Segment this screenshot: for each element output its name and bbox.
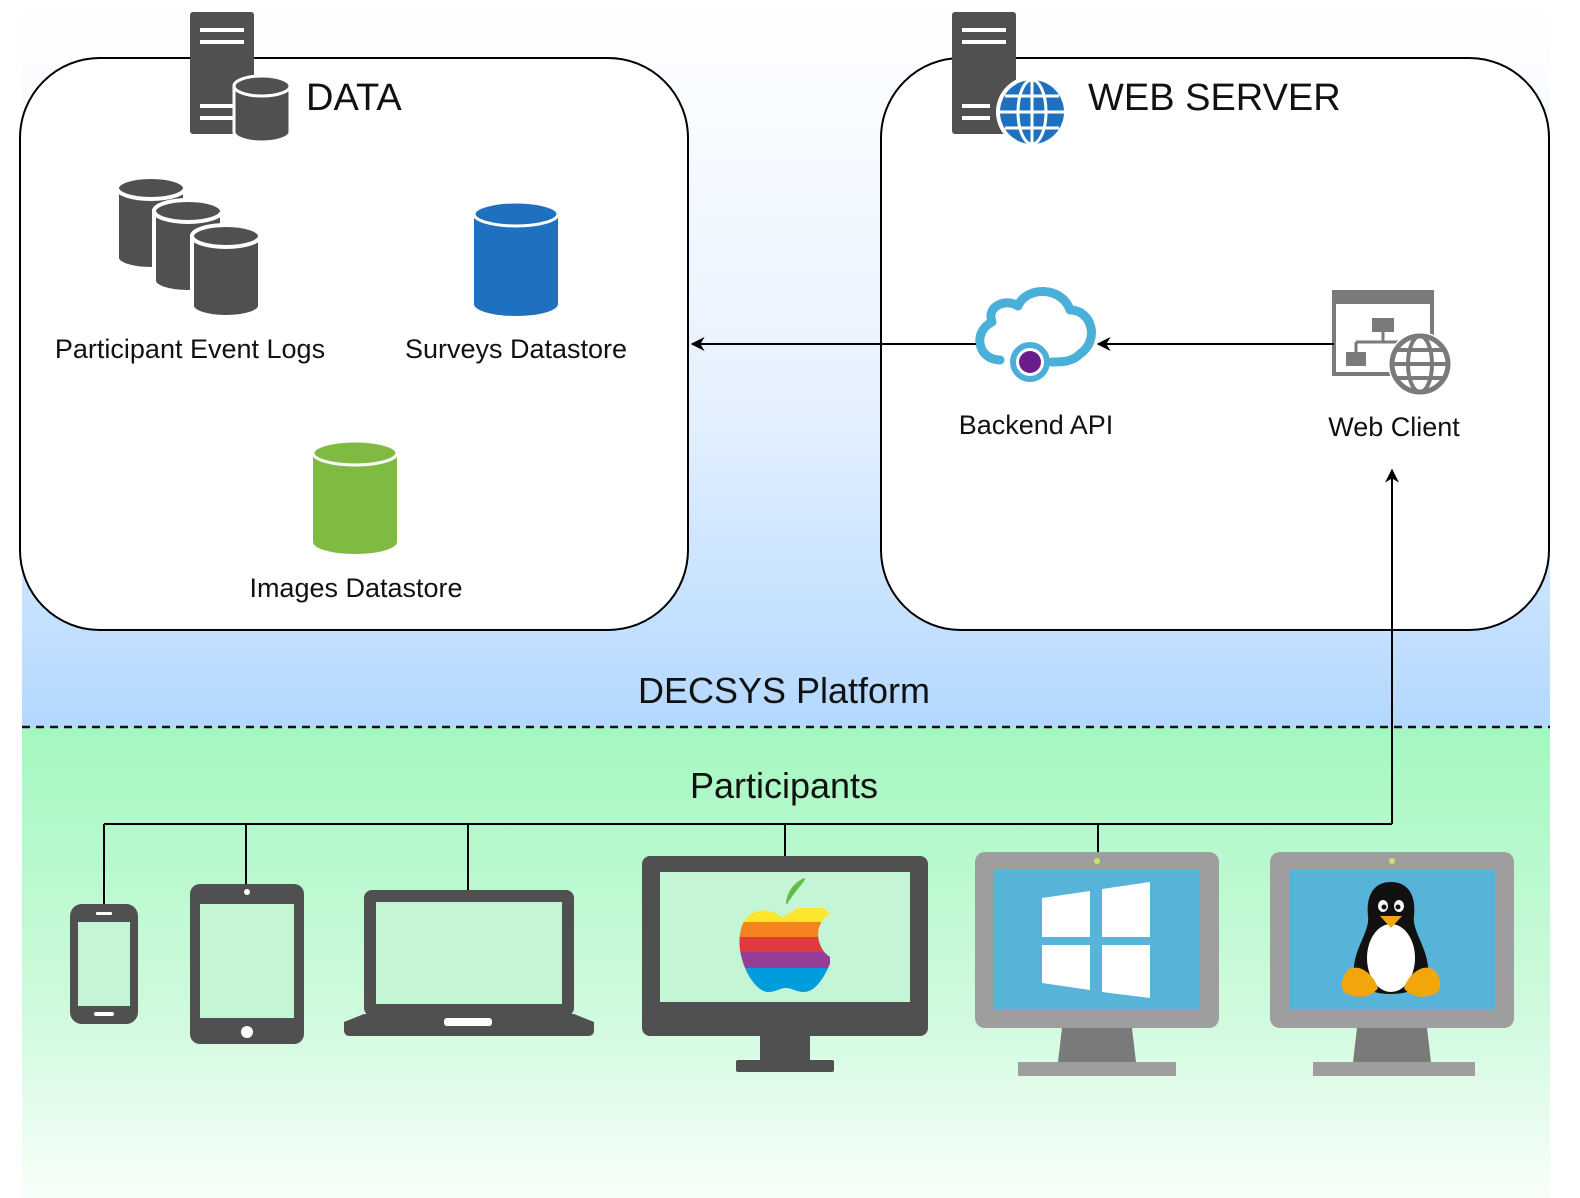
participants-zone-label: Participants [690,765,878,806]
linux-tux-icon [1341,882,1441,997]
web-app-icon [1332,290,1452,396]
images-database-icon [311,439,399,554]
cloud-api-icon [975,287,1096,382]
linux-monitor-icon [1270,852,1514,1076]
images-datastore-label: Images Datastore [249,573,462,603]
windows-monitor-icon [975,852,1219,1076]
platform-zone-label: DECSYS Platform [638,670,930,711]
surveys-datastore-label: Surveys Datastore [405,334,627,364]
tablet-icon [190,884,304,1044]
database-cluster-icon [115,175,262,319]
windows-logo-icon [1042,882,1150,998]
laptop-icon [344,890,594,1036]
apple-logo-icon [730,878,840,1000]
surveys-database-icon [472,200,560,316]
data-server-icon [190,12,292,144]
web-server-icon [952,12,1068,148]
mac-monitor-icon [642,856,928,1072]
device-connection-lines [103,823,1392,904]
participant-event-logs-label: Participant Event Logs [55,334,325,364]
web-client-label: Web Client [1328,412,1460,442]
smartphone-icon [70,904,138,1024]
data-group-title: DATA [306,77,402,119]
backend-api-label: Backend API [959,410,1114,440]
web-server-group-title: WEB SERVER [1088,77,1341,119]
